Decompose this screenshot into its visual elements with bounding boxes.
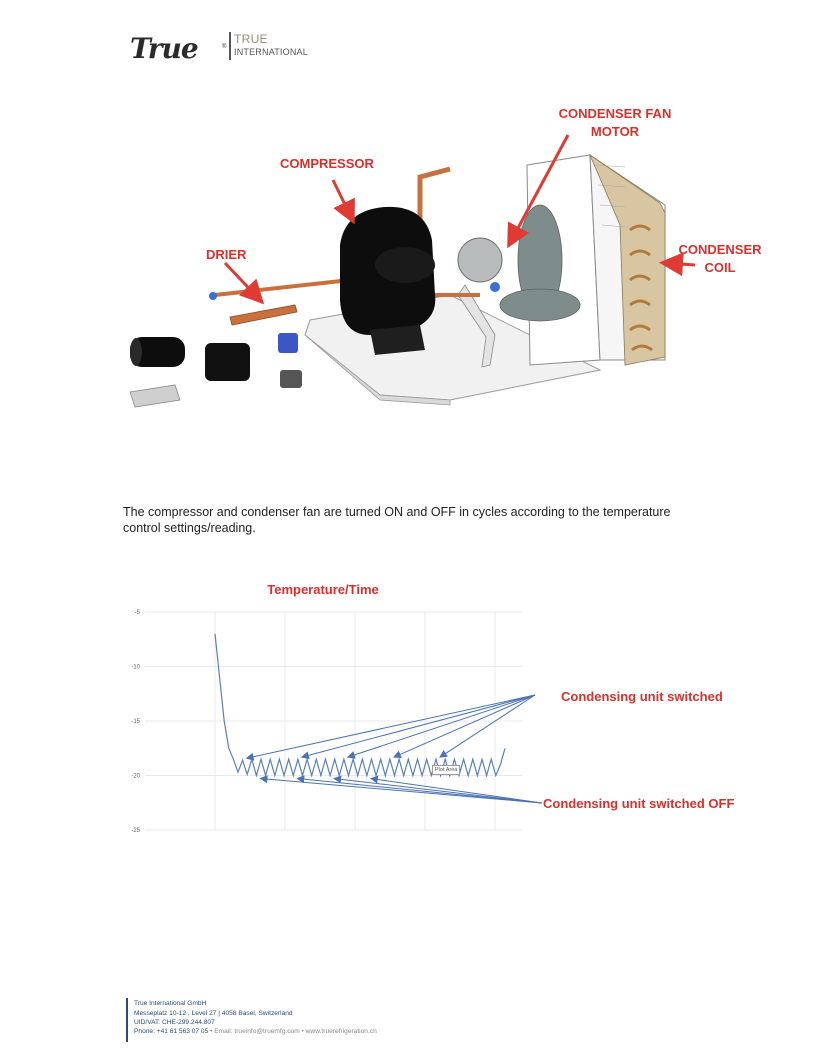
logo-divider [229, 32, 231, 60]
chart-grid [145, 611, 522, 831]
chart-title: Temperature/Time [267, 582, 379, 597]
temperature-chart: Temperature/Time -5 -10 -15 -20 -25 Plot Are… [0, 570, 818, 850]
compressor-callout: COMPRESSOR [280, 156, 374, 171]
coil-callout-line1: CONDENSER [678, 242, 762, 257]
switched-off-callout: Condensing unit switched OFF [543, 796, 735, 811]
condensing-unit-illustration: COMPRESSOR DRIER CONDENSER FAN MOTOR CON… [120, 95, 770, 425]
drier-callout: DRIER [206, 247, 247, 262]
logo-registered-mark: ® [222, 44, 227, 50]
drier [229, 304, 298, 326]
y-tick-label: -5 [135, 610, 141, 616]
footer-address: Messeplatz 10-12 , Level 27 | 4058 Basel… [134, 1010, 293, 1017]
fan-motor-callout: CONDENSER FAN MOTOR [550, 105, 680, 141]
plot-area-tag: Plot Area [432, 765, 461, 775]
coil-arrow [659, 252, 696, 277]
footer-email-web: • Email: trueinfo@truemfg.com • www.true… [208, 1028, 377, 1035]
fan-motor [457, 237, 503, 283]
coil-callout-line2: COIL [704, 260, 736, 275]
logo-script: True [130, 32, 199, 65]
switched-on-arrow [245, 694, 536, 761]
annotation-arrows [245, 694, 543, 804]
footer-company: True International GmbH [134, 1000, 207, 1007]
chart-svg: -5 -10 -15 -20 -25 [131, 610, 543, 834]
series-layer [214, 633, 506, 778]
coil-callout: CONDENSER COIL [675, 241, 765, 277]
switched-on-callout: Condensing unit switched [561, 689, 723, 704]
refrigerant-tubing [417, 166, 451, 225]
brand-line-1: TRUE [234, 32, 268, 46]
compressor-cover [130, 337, 185, 367]
switched-on-arrow [393, 694, 536, 758]
compressor-arrow [331, 179, 355, 225]
y-axis-ticks: -5 -10 -15 -20 -25 [131, 610, 140, 834]
y-tick-label: -10 [131, 665, 140, 671]
y-tick-label: -20 [131, 774, 140, 780]
switched-off-arrow [369, 775, 543, 804]
body-paragraph: The compressor and condenser fan are tur… [123, 505, 671, 535]
y-tick-label: -15 [131, 719, 140, 725]
switched-off-arrow [333, 775, 543, 804]
switched-off-arrow [296, 775, 543, 804]
switched-on-arrow [439, 694, 536, 758]
footer-uid: UID/VAT: CHE-299.244.807 [134, 1019, 215, 1026]
drier-arrow [223, 261, 265, 305]
fan-motor-callout-line1: CONDENSER FAN [558, 106, 672, 121]
company-logo: True ® TRUE INTERNATIONAL [130, 30, 330, 65]
switched-on-arrow [346, 694, 536, 759]
footer-phone: Phone: +41 61 563 07 05 [134, 1028, 209, 1035]
switched-on-arrow [300, 694, 536, 760]
brand-line-2: INTERNATIONAL [234, 47, 308, 57]
temperature-series-line [214, 633, 506, 778]
fan-motor-arrow [507, 134, 570, 249]
footer-contact-line: Phone: +41 61 563 07 05 • Email: trueinf… [134, 1028, 377, 1035]
relay-box [205, 343, 250, 381]
fan-motor-callout-line2: MOTOR [590, 124, 640, 139]
condenser-coil [589, 153, 666, 366]
condensing-unit-drawing [129, 134, 696, 408]
footer-accent-bar [126, 998, 128, 1042]
page-footer: True International GmbH Messeplatz 10-12… [126, 998, 486, 1044]
y-tick-label: -25 [131, 828, 140, 834]
switched-off-arrow [259, 775, 543, 804]
